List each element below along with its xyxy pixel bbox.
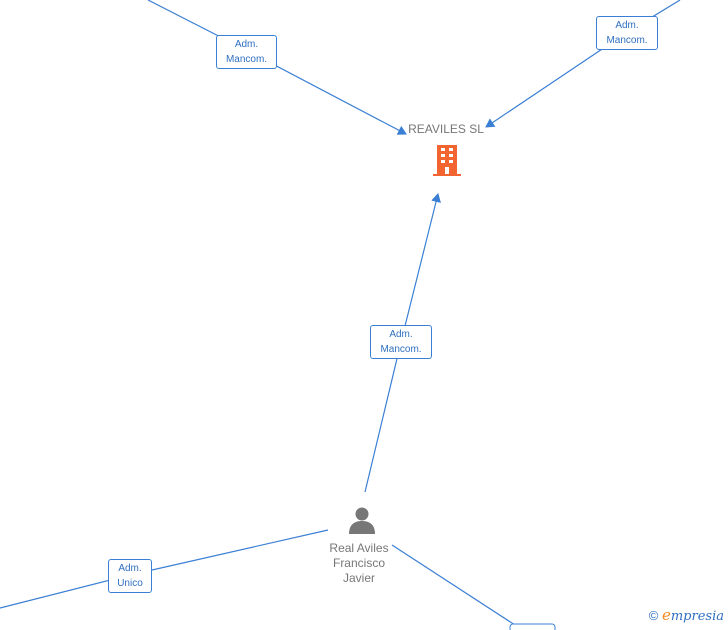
edge-bottom-left-to-person [0, 529, 329, 609]
edge-label-bottom-left: Adm. Unico [108, 559, 152, 593]
edge-person-to-bottom-right [391, 544, 516, 626]
edge-label-line2: Mancom. [380, 344, 422, 355]
edge-top-left-to-company [147, 0, 407, 135]
person-name-line: Javier [342, 571, 375, 585]
edge-label-line2: Mancom. [225, 54, 268, 65]
person-name[interactable]: Real Aviles Francisco Javier [309, 541, 409, 586]
edge-label-line1: Adm. [118, 563, 142, 574]
edge-label-line1: Adm. [234, 39, 259, 50]
edge-label-top-right: Adm. Mancom. [596, 16, 658, 50]
company-name[interactable]: REAVILES SL [408, 122, 484, 136]
person-name-line: Real Aviles [329, 541, 389, 555]
edge-label-line2: Mancom. [606, 35, 648, 46]
logo-initial: e [661, 606, 671, 624]
edge-label-line1: Adm. [615, 20, 639, 31]
logo-text: mpresia [670, 609, 724, 624]
copyright-symbol: © [648, 608, 659, 623]
edge-label-line2: Unico [117, 578, 143, 589]
edge-label-top-left: Adm. Mancom. [216, 35, 277, 69]
person-name-line: Francisco [332, 556, 385, 570]
edge-label-center: Adm. Mancom. [370, 325, 432, 359]
building-icon[interactable] [432, 143, 462, 177]
empresia-logo: © empresia [649, 606, 724, 624]
person-icon[interactable] [347, 505, 377, 535]
edge-label-line1: Adm. [389, 329, 413, 340]
offscreen-edge-label-box [509, 623, 556, 630]
